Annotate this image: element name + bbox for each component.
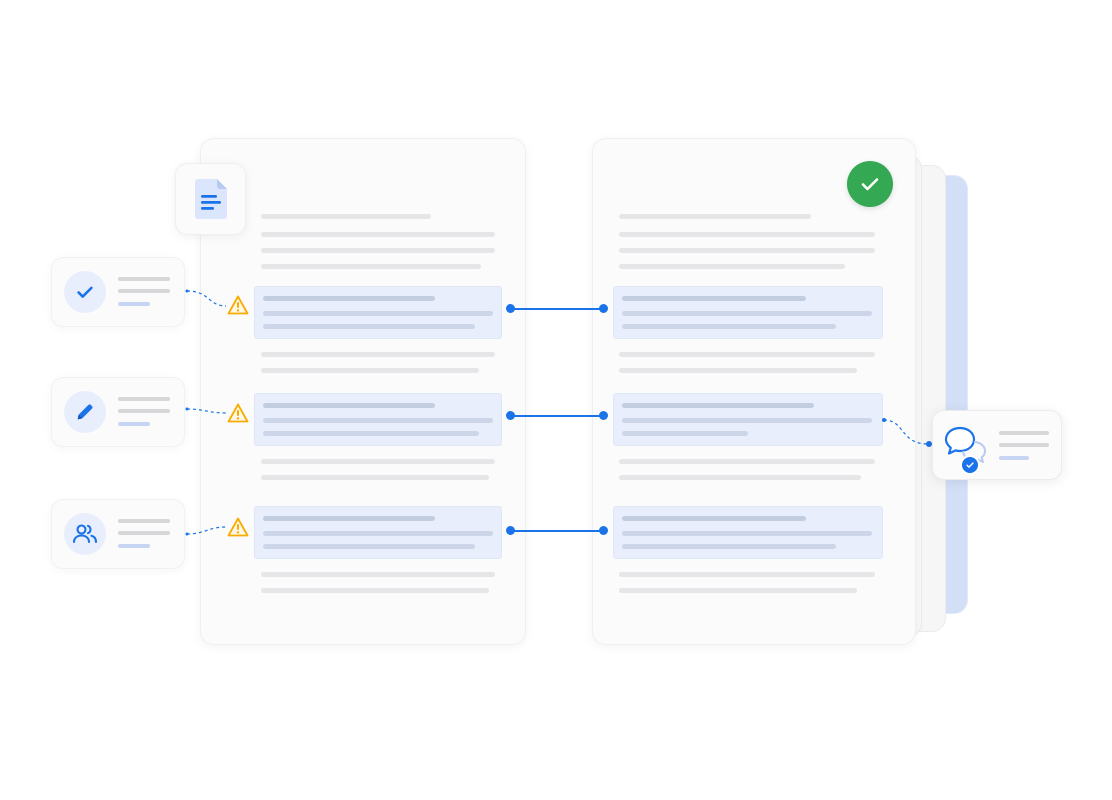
skeleton-line <box>261 368 479 373</box>
check-badge-icon <box>960 455 980 475</box>
skeleton-line <box>261 475 489 480</box>
skeleton-line <box>261 459 495 464</box>
document-icon <box>194 178 228 220</box>
connector-dot <box>506 304 515 313</box>
skeleton-line <box>619 475 861 480</box>
skeleton-line <box>619 248 875 253</box>
connector-dot <box>599 304 608 313</box>
connector-dot <box>506 526 515 535</box>
section-connector <box>512 308 604 310</box>
source-document <box>200 138 526 645</box>
skeleton-line <box>619 368 857 373</box>
flagged-section-2[interactable] <box>254 393 502 446</box>
skeleton-line <box>619 588 857 593</box>
check-icon <box>64 271 106 313</box>
warning-icon[interactable] <box>227 517 249 537</box>
skeleton-line <box>261 248 495 253</box>
skeleton-line <box>261 588 489 593</box>
revised-section-1[interactable] <box>613 286 883 339</box>
skeleton-line <box>261 572 495 577</box>
people-icon <box>64 513 106 555</box>
skeleton-line <box>619 352 875 357</box>
skeleton-line <box>261 214 431 219</box>
skeleton-line <box>261 352 495 357</box>
skeleton-line <box>619 264 845 269</box>
check-circle-icon <box>847 161 893 207</box>
revised-section-2[interactable] <box>613 393 883 446</box>
warning-icon[interactable] <box>227 295 249 315</box>
connector-dot <box>506 411 515 420</box>
section-connector <box>512 415 604 417</box>
section-connector <box>512 530 604 532</box>
skeleton-line <box>261 264 481 269</box>
connector-dot <box>599 411 608 420</box>
skeleton-line <box>619 214 811 219</box>
pencil-icon <box>64 391 106 433</box>
skeleton-line <box>619 459 875 464</box>
collaborators-widget[interactable] <box>51 499 185 569</box>
chat-bubbles-icon <box>944 424 990 470</box>
connector-dot <box>599 526 608 535</box>
skeleton-line <box>261 232 495 237</box>
skeleton-line <box>619 572 875 577</box>
approval-widget[interactable] <box>51 257 185 327</box>
edit-widget[interactable] <box>51 377 185 447</box>
document-badge <box>175 163 246 235</box>
flagged-section-3[interactable] <box>254 506 502 559</box>
warning-icon[interactable] <box>227 403 249 423</box>
skeleton-line <box>619 232 875 237</box>
flagged-section-1[interactable] <box>254 286 502 339</box>
revised-section-3[interactable] <box>613 506 883 559</box>
comment-widget[interactable] <box>932 410 1062 480</box>
revised-document <box>592 138 916 645</box>
